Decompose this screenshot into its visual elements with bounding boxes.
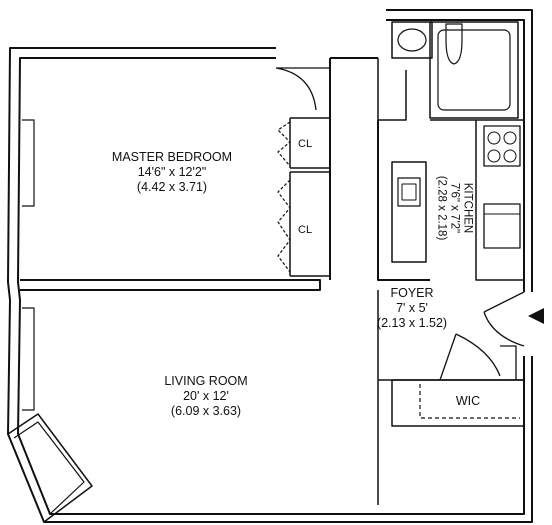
master-bedroom-label: MASTER BEDROOM 14'6" x 12'2" (4.42 x 3.7… (112, 150, 232, 195)
bathtub-inner (437, 29, 511, 111)
bay-window (7, 413, 93, 523)
living-room-name: LIVING ROOM (164, 374, 248, 388)
bedroom-east-wall (329, 57, 378, 280)
kitchen-sink (397, 177, 421, 207)
closet-label-1: CL (298, 138, 313, 150)
closet-doors-1 (277, 121, 291, 167)
kitchen-metric: (2.28 x 2.18) (435, 175, 448, 241)
bedroom-living-wall (20, 279, 321, 291)
bathroom-wall (377, 58, 407, 121)
outer-wall (7, 9, 533, 523)
master-bedroom-imperial: 14'6" x 12'2" (137, 165, 207, 179)
sink (391, 21, 433, 59)
foyer-label: FOYER 7' x 5' (2.13 x 1.52) (377, 286, 447, 331)
burner-2 (503, 131, 517, 145)
living-room-imperial: 20' x 12' (183, 389, 229, 403)
wic-label: WIC (455, 394, 481, 408)
kitchen-counter (391, 161, 427, 263)
kitchen-name: KITCHEN (461, 182, 474, 234)
wic-wall (500, 345, 517, 380)
kitchen-sink-inner (401, 183, 417, 201)
kitchen-east (430, 119, 524, 281)
kitchen-wall (377, 120, 430, 281)
kitchen-imperial: 7'6" x 7'2" (448, 182, 461, 234)
kitchen-label: KITCHEN 7'6" x 7'2" (2.28 x 2.18) (435, 176, 474, 241)
living-window (22, 307, 35, 411)
toilet (445, 23, 463, 65)
burner-4 (503, 149, 517, 163)
foyer-imperial: 7' x 5' (396, 301, 428, 315)
bedroom-door (275, 67, 330, 111)
inner-wall (17, 19, 525, 515)
stove (483, 125, 521, 167)
master-bedroom-metric: (4.42 x 3.71) (136, 180, 208, 194)
master-bedroom-name: MASTER BEDROOM (111, 150, 233, 164)
bedroom-window (22, 119, 35, 207)
entry-door (483, 291, 525, 347)
foyer-name: FOYER (390, 286, 434, 300)
foyer-metric: (2.13 x 1.52) (376, 316, 448, 330)
bathtub (429, 21, 519, 119)
closet-doors-2 (277, 179, 291, 273)
wic-shelf (419, 384, 520, 419)
fridge (483, 203, 521, 249)
living-room-metric: (6.09 x 3.63) (170, 404, 242, 418)
closet-label-2: CL (298, 224, 313, 236)
sink-basin (397, 28, 427, 52)
wic-closet (391, 379, 525, 427)
burner-3 (487, 149, 501, 163)
wic-door (439, 333, 501, 381)
living-room-label: LIVING ROOM 20' x 12' (6.09 x 3.63) (164, 374, 247, 419)
closet-2 (289, 171, 330, 277)
bay-window-inner (13, 421, 85, 515)
entry-arrow-icon (528, 308, 544, 324)
closet-1 (289, 117, 330, 169)
burner-1 (487, 131, 501, 145)
